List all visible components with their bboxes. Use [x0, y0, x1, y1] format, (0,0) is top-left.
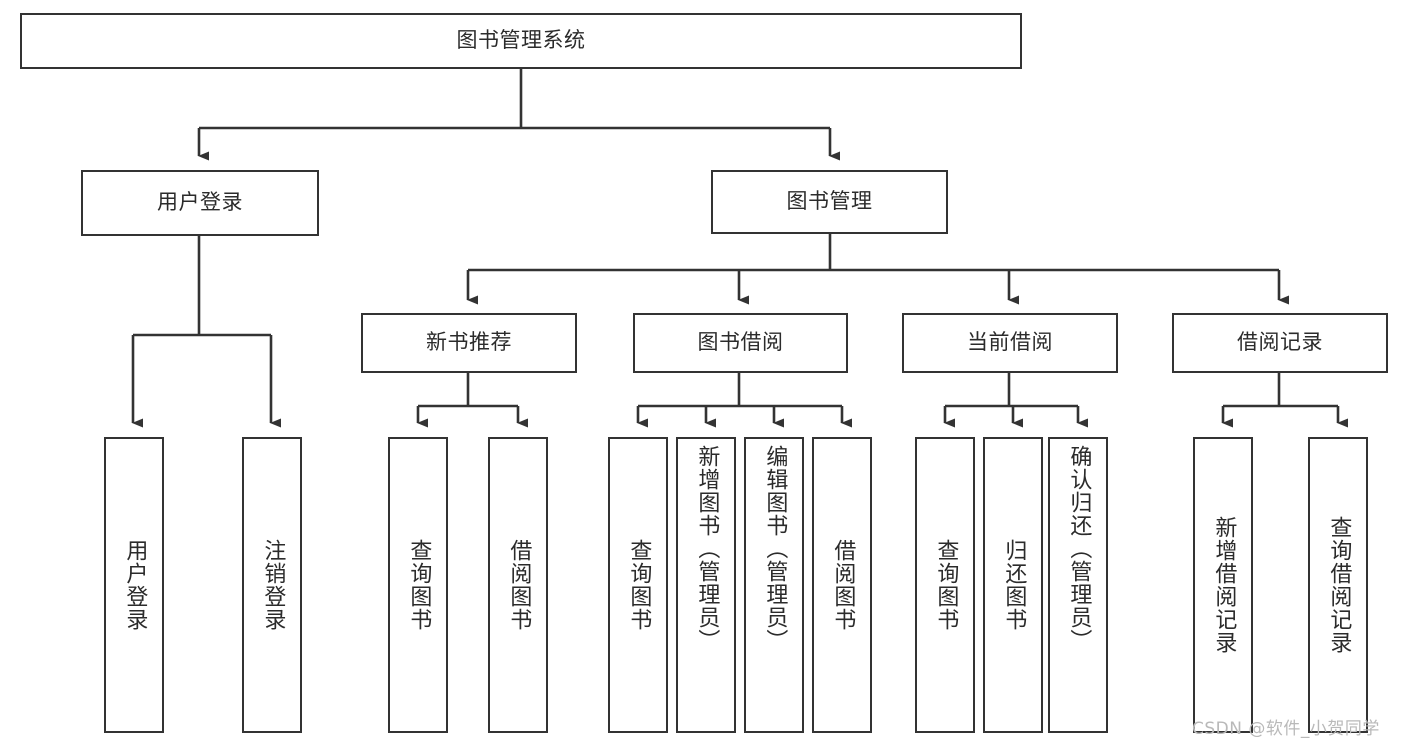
- node-label: 编辑图书（管理员）: [762, 445, 788, 652]
- node-label: 图书管理系统: [456, 28, 586, 53]
- node-leaf-confirm-return[interactable]: 确认归还（管理员）: [1048, 437, 1108, 733]
- node-borrow-record[interactable]: 借阅记录: [1172, 313, 1388, 373]
- node-label: 查询图书: [626, 539, 652, 631]
- node-label: 借阅图书: [506, 539, 532, 631]
- node-leaf-borrow-book-2[interactable]: 借阅图书: [812, 437, 872, 733]
- node-label: 借阅记录: [1237, 330, 1323, 355]
- node-label: 注销登录: [260, 539, 286, 631]
- node-leaf-query-record[interactable]: 查询借阅记录: [1308, 437, 1368, 733]
- node-label: 图书借阅: [697, 330, 784, 355]
- node-label: 查询借阅记录: [1326, 516, 1352, 654]
- node-book-management-system[interactable]: 图书管理系统: [20, 13, 1022, 69]
- node-label: 图书管理: [786, 189, 873, 214]
- node-leaf-borrow-book-1[interactable]: 借阅图书: [488, 437, 548, 733]
- node-leaf-query-book-1[interactable]: 查询图书: [388, 437, 448, 733]
- node-label: 确认归还（管理员）: [1066, 445, 1092, 652]
- node-label: 用户登录: [122, 539, 148, 631]
- node-book-borrow[interactable]: 图书借阅: [633, 313, 848, 373]
- node-current-borrow[interactable]: 当前借阅: [902, 313, 1118, 373]
- node-leaf-return-book[interactable]: 归还图书: [983, 437, 1043, 733]
- node-label: 新书推荐: [426, 330, 512, 355]
- node-label: 新增借阅记录: [1211, 516, 1237, 654]
- node-label: 用户登录: [157, 190, 243, 215]
- node-label: 查询图书: [406, 539, 432, 631]
- csdn-watermark: CSDN @软件_小贺同学: [1192, 719, 1380, 739]
- node-leaf-query-book-2[interactable]: 查询图书: [608, 437, 668, 733]
- node-leaf-query-book-3[interactable]: 查询图书: [915, 437, 975, 733]
- node-user-login[interactable]: 用户登录: [81, 170, 319, 236]
- node-label: 当前借阅: [967, 330, 1053, 355]
- node-label: 查询图书: [933, 539, 959, 631]
- node-leaf-edit-book[interactable]: 编辑图书（管理员）: [744, 437, 804, 733]
- node-book-management[interactable]: 图书管理: [711, 170, 948, 234]
- node-label: 归还图书: [1001, 539, 1027, 631]
- node-leaf-add-record[interactable]: 新增借阅记录: [1193, 437, 1253, 733]
- node-label: 借阅图书: [830, 539, 856, 631]
- node-leaf-add-book[interactable]: 新增图书（管理员）: [676, 437, 736, 733]
- node-leaf-user-login[interactable]: 用户登录: [104, 437, 164, 733]
- node-new-book-recommend[interactable]: 新书推荐: [361, 313, 577, 373]
- node-label: 新增图书（管理员）: [694, 445, 720, 652]
- node-leaf-logout-login[interactable]: 注销登录: [242, 437, 302, 733]
